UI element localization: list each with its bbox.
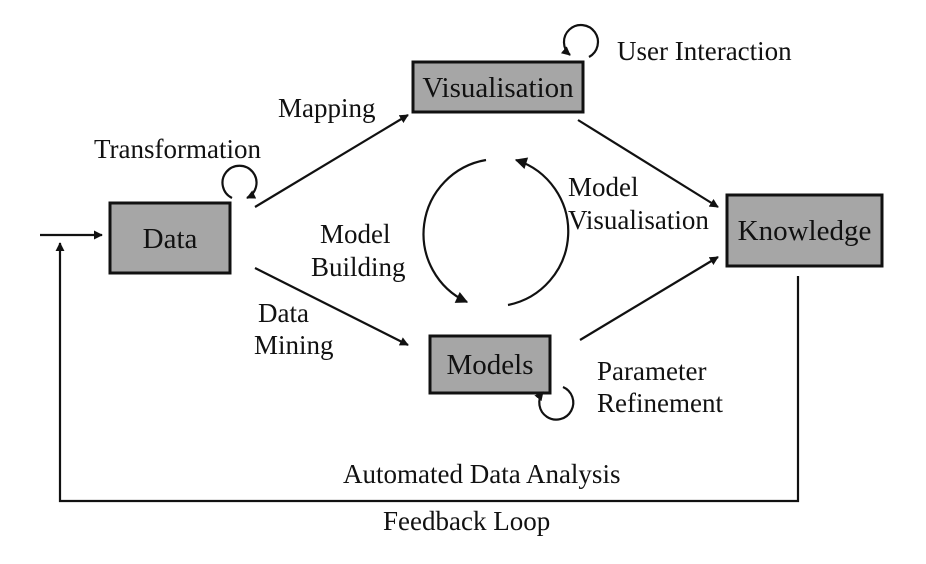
parameter-refinement-label-line1: Parameter bbox=[597, 356, 706, 386]
transformation-self-loop-arrow bbox=[221, 164, 258, 199]
model-visualisation-label-line2: Visualisation bbox=[568, 205, 709, 235]
node-models: Models bbox=[428, 334, 552, 395]
automated-data-analysis-label: Automated Data Analysis bbox=[343, 459, 620, 489]
feedback-loop-label: Feedback Loop bbox=[383, 506, 550, 536]
model-visualisation-label: Model Visualisation bbox=[568, 172, 709, 235]
parameter-refinement-label: Parameter Refinement bbox=[597, 356, 723, 418]
user-interaction-self-loop-arrow bbox=[560, 23, 599, 58]
mapping-arrow bbox=[254, 114, 409, 208]
node-visualisation: Visualisation bbox=[411, 60, 585, 114]
node-models-label: Models bbox=[447, 349, 534, 381]
node-knowledge-label: Knowledge bbox=[738, 215, 872, 247]
mapping-label: Mapping bbox=[278, 93, 376, 123]
visualisation-to-knowledge-arrow bbox=[577, 119, 719, 208]
node-data: Data bbox=[108, 201, 232, 275]
feedback-loop-arrow bbox=[55, 242, 800, 503]
parameter-refinement-self-loop-arrow bbox=[534, 385, 575, 421]
model-building-label: Model Building bbox=[311, 219, 406, 282]
model-visualisation-cycle-arrow bbox=[507, 157, 570, 307]
node-visualisation-label: Visualisation bbox=[422, 72, 574, 104]
transformation-label: Transformation bbox=[94, 134, 261, 164]
model-building-cycle-arrow bbox=[422, 158, 487, 303]
models-to-knowledge-arrow bbox=[579, 256, 719, 341]
parameter-refinement-label-line2: Refinement bbox=[597, 388, 723, 418]
model-building-label-line1: Model bbox=[320, 219, 391, 249]
data-mining-label-line1: Data bbox=[258, 298, 309, 328]
model-building-label-line2: Building bbox=[311, 252, 406, 282]
model-visualisation-label-line1: Model bbox=[568, 172, 639, 202]
user-interaction-label: User Interaction bbox=[617, 36, 792, 66]
data-mining-arrow bbox=[254, 267, 409, 346]
node-knowledge: Knowledge bbox=[725, 193, 884, 268]
node-data-label: Data bbox=[143, 223, 198, 255]
data-mining-label-line2: Mining bbox=[254, 330, 334, 360]
data-mining-label: Data Mining bbox=[254, 298, 334, 360]
